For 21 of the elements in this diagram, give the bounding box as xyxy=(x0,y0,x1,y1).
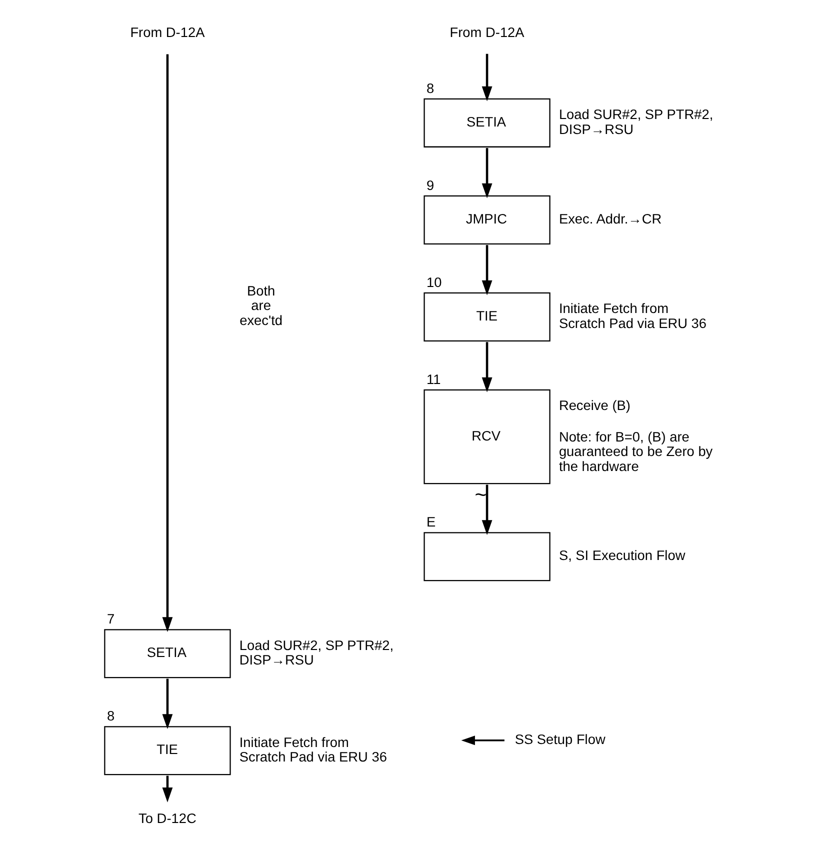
label: Both are exec'td xyxy=(240,283,283,328)
node-label: 11 xyxy=(426,372,441,387)
node-label: 9 xyxy=(426,178,434,193)
node-label: Exec. Addr.→CR xyxy=(558,211,662,226)
node-label: Load SUR#2, SP PTR#2, DISP→RSU xyxy=(558,107,714,137)
node-label: Load SUR#2, SP PTR#2, DISP→RSU xyxy=(239,638,394,668)
legend-label: SS Setup Flow xyxy=(514,732,606,747)
node-label: E xyxy=(426,514,436,530)
node-label: 7 xyxy=(106,611,115,626)
node-label: Note: for B=0, (B) are guaranteed to be Zero by the hardware xyxy=(558,429,713,474)
node-label: Initiate Fetch from Scratch Pad via ERU 36 xyxy=(239,734,387,765)
node-label: S, SI Execution Flow xyxy=(558,548,686,564)
edge-label: ~ xyxy=(474,483,487,506)
node-label: Receive (B) xyxy=(558,398,630,414)
node-label: 8 xyxy=(106,708,115,724)
node-text: From D-12A xyxy=(130,24,205,40)
node-label: 10 xyxy=(426,274,442,290)
node-label: Initiate Fetch from Scratch Pad via ERU 36 xyxy=(558,301,707,331)
node-text: To D-12C xyxy=(138,811,196,826)
node-label: 8 xyxy=(426,80,434,96)
node-text: From D-12A xyxy=(450,24,524,40)
